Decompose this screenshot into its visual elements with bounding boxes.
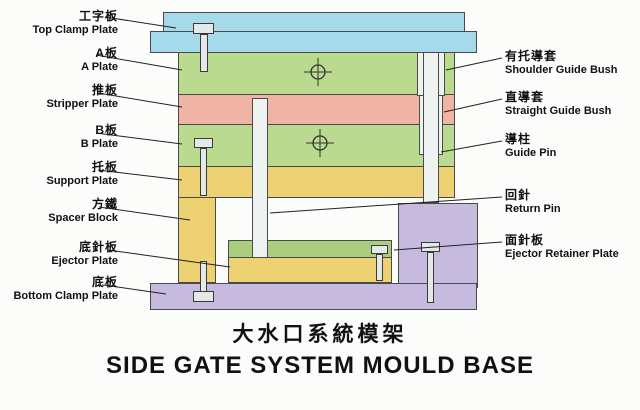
- label-straight-guide-bush: 直導套 Straight Guide Bush: [505, 90, 639, 117]
- stripper-plate: [178, 94, 455, 125]
- label-zh: 回針: [505, 188, 532, 202]
- label-zh: A板: [95, 46, 118, 60]
- center-mark-icon: [304, 58, 332, 86]
- center-mark-icon: [306, 129, 334, 157]
- title-english: SIDE GATE SYSTEM MOULD BASE: [106, 352, 534, 379]
- screw-shaft-left-mid: [200, 148, 207, 196]
- label-shoulder-guide-bush: 有托導套 Shoulder Guide Bush: [505, 49, 639, 76]
- label-bottom-clamp-plate: 底板 Bottom Clamp Plate: [0, 275, 118, 302]
- diagram-title: 大水口系統模架 SIDE GATE SYSTEM MOULD BASE: [0, 318, 640, 380]
- label-en: Spacer Block: [48, 211, 118, 224]
- label-zh: 底針板: [78, 240, 118, 254]
- label-en: Ejector Retainer Plate: [505, 247, 619, 260]
- screw-shaft-bottom-right: [427, 252, 434, 303]
- label-zh: B板: [95, 123, 118, 137]
- label-en: Support Plate: [46, 174, 118, 187]
- screw-shaft-top-left: [200, 34, 208, 72]
- screw-head-left-mid: [194, 138, 213, 148]
- label-a-plate: A板 A Plate: [0, 46, 118, 73]
- label-spacer-block: 方鐵 Spacer Block: [0, 197, 118, 224]
- label-support-plate: 托板 Support Plate: [0, 160, 118, 187]
- label-en: Straight Guide Bush: [505, 104, 612, 117]
- guide-pin: [423, 52, 439, 203]
- label-en: Ejector Plate: [51, 254, 118, 267]
- screw-shaft-ejector: [376, 254, 383, 281]
- label-b-plate: B板 B Plate: [0, 123, 118, 150]
- screw-shaft-bottom-left: [200, 261, 207, 293]
- label-en: Stripper Plate: [46, 97, 118, 110]
- label-ejector-retainer-plate: 面針板 Ejector Retainer Plate: [505, 233, 639, 260]
- label-en: Bottom Clamp Plate: [13, 289, 118, 302]
- label-en: Return Pin: [505, 202, 561, 215]
- ejector-plate: [228, 257, 392, 283]
- label-zh: 有托導套: [505, 49, 558, 63]
- label-ejector-plate: 底針板 Ejector Plate: [0, 240, 118, 267]
- label-guide-pin: 導柱 Guide Pin: [505, 132, 639, 159]
- label-zh: 底板: [91, 275, 118, 289]
- screw-head-top-left: [193, 23, 214, 34]
- label-en: Shoulder Guide Bush: [505, 63, 618, 76]
- label-top-clamp-plate: 工字板 Top Clamp Plate: [0, 9, 118, 36]
- label-zh: 直導套: [505, 90, 545, 104]
- support-plate: [178, 166, 455, 198]
- label-zh: 工字板: [78, 9, 118, 23]
- label-en: B Plate: [80, 137, 118, 150]
- label-return-pin: 回針 Return Pin: [505, 188, 639, 215]
- label-stripper-plate: 推板 Stripper Plate: [0, 83, 118, 110]
- label-en: Top Clamp Plate: [32, 23, 118, 36]
- label-zh: 托板: [91, 160, 118, 174]
- screw-head-bottom-left: [193, 291, 214, 302]
- label-zh: 導柱: [505, 132, 532, 146]
- screw-head-ejector: [371, 245, 388, 254]
- label-zh: 推板: [91, 83, 118, 97]
- spacer-block-left: [178, 197, 216, 283]
- screw-head-bottom-right: [421, 242, 440, 252]
- label-zh: 方鐵: [91, 197, 118, 211]
- label-en: Guide Pin: [505, 146, 557, 159]
- label-en: A Plate: [81, 60, 118, 73]
- return-pin: [252, 98, 268, 258]
- label-zh: 面針板: [505, 233, 545, 247]
- title-chinese: 大水口系統模架: [232, 323, 408, 346]
